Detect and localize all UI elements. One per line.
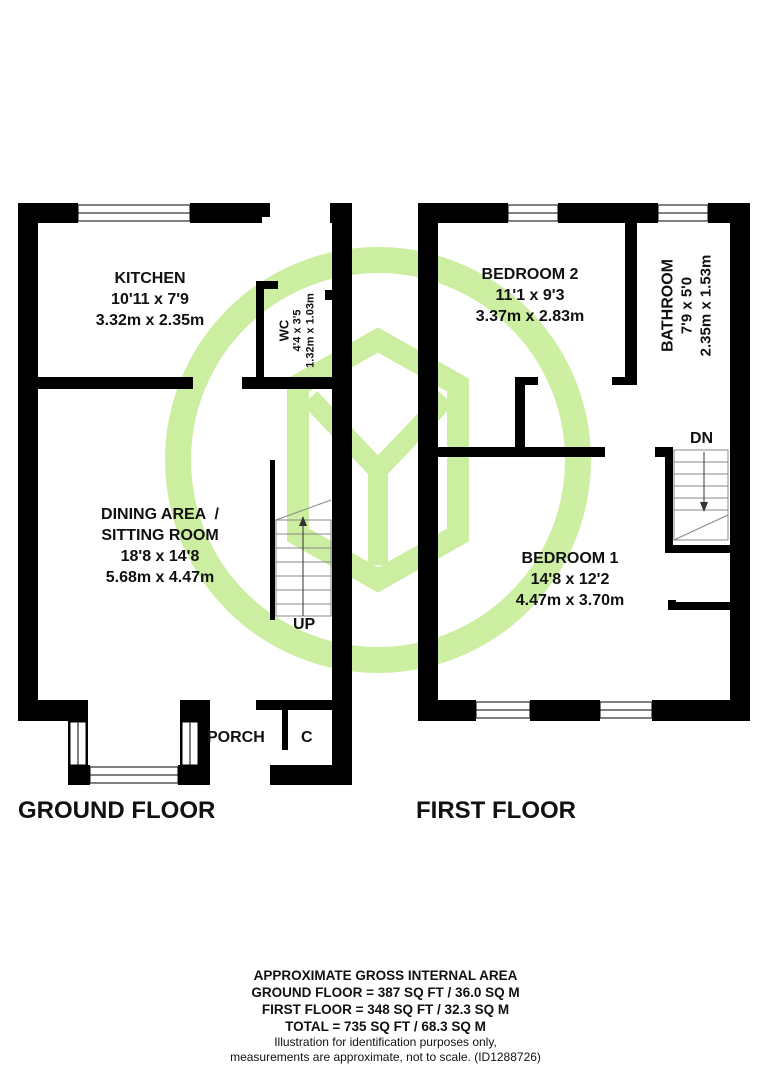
bedroom-2-label: BEDROOM 2 11'1 x 9'3 3.37m x 2.83m [450,264,610,327]
area-heading: APPROXIMATE GROSS INTERNAL AREA [253,968,518,983]
room-size-metric: 4.47m x 3.70m [515,592,625,609]
disclaimer-line2: measurements are approximate, not to sca… [230,1050,541,1064]
room-name: BATHROOM [659,258,677,353]
stairs-down [673,449,729,541]
porch-label: PORCH [207,729,265,746]
kitchen-label: KITCHEN 10'11 x 7'9 3.32m x 2.35m [70,268,230,331]
first-floor-title: FIRST FLOOR [416,797,576,824]
ground-floor-title: GROUND FLOOR [18,797,216,824]
disclaimer-line1: Illustration for identification purposes… [274,1035,497,1049]
area-first-floor: FIRST FLOOR = 348 SQ FT / 32.3 SQ M [261,1002,510,1017]
room-size-metric: 5.68m x 4.47m [105,569,215,586]
floor-plan-drawing [18,203,750,785]
windows [69,204,709,784]
room-size-imperial: 18'8 x 14'8 [120,548,200,565]
area-total: TOTAL = 735 SQ FT / 68.3 SQ M [285,1019,486,1034]
stairs-down-label: DN [690,430,714,447]
stairs-up [275,499,332,617]
room-name: BEDROOM 2 [481,266,579,283]
wc-label: WC 4'4 x 3'5 1.32m x 1.03m [277,271,318,391]
cupboard-label: C [301,729,313,746]
area-summary: APPROXIMATE GROSS INTERNAL AREA GROUND F… [0,967,771,1065]
room-name: WC [276,319,292,342]
room-name-line1: DINING AREA / [101,506,219,523]
room-size-metric: 2.35m x 1.53m [697,254,715,357]
bathroom-label: BATHROOM 7'9 x 5'0 2.35m x 1.53m [659,226,716,386]
room-size-metric: 3.37m x 2.83m [475,308,585,325]
area-ground-floor: GROUND FLOOR = 387 SQ FT / 36.0 SQ M [251,985,520,1000]
room-name: KITCHEN [114,270,186,287]
room-size-imperial: 4'4 x 3'5 [291,309,304,352]
dining-sitting-room-label: DINING AREA / SITTING ROOM 18'8 x 14'8 5… [60,504,260,588]
room-size-imperial: 10'11 x 7'9 [111,291,189,308]
bedroom-1-label: BEDROOM 1 14'8 x 12'2 4.47m x 3.70m [490,548,650,611]
stairs-up-label: UP [293,616,316,633]
room-size-imperial: 7'9 x 5'0 [678,276,696,335]
room-name: BEDROOM 1 [521,550,619,567]
room-size-metric: 3.32m x 2.35m [95,312,205,329]
room-size-imperial: 14'8 x 12'2 [530,571,610,588]
room-size-imperial: 11'1 x 9'3 [495,287,565,304]
room-name-line2: SITTING ROOM [101,527,219,544]
room-size-metric: 1.32m x 1.03m [304,293,317,368]
